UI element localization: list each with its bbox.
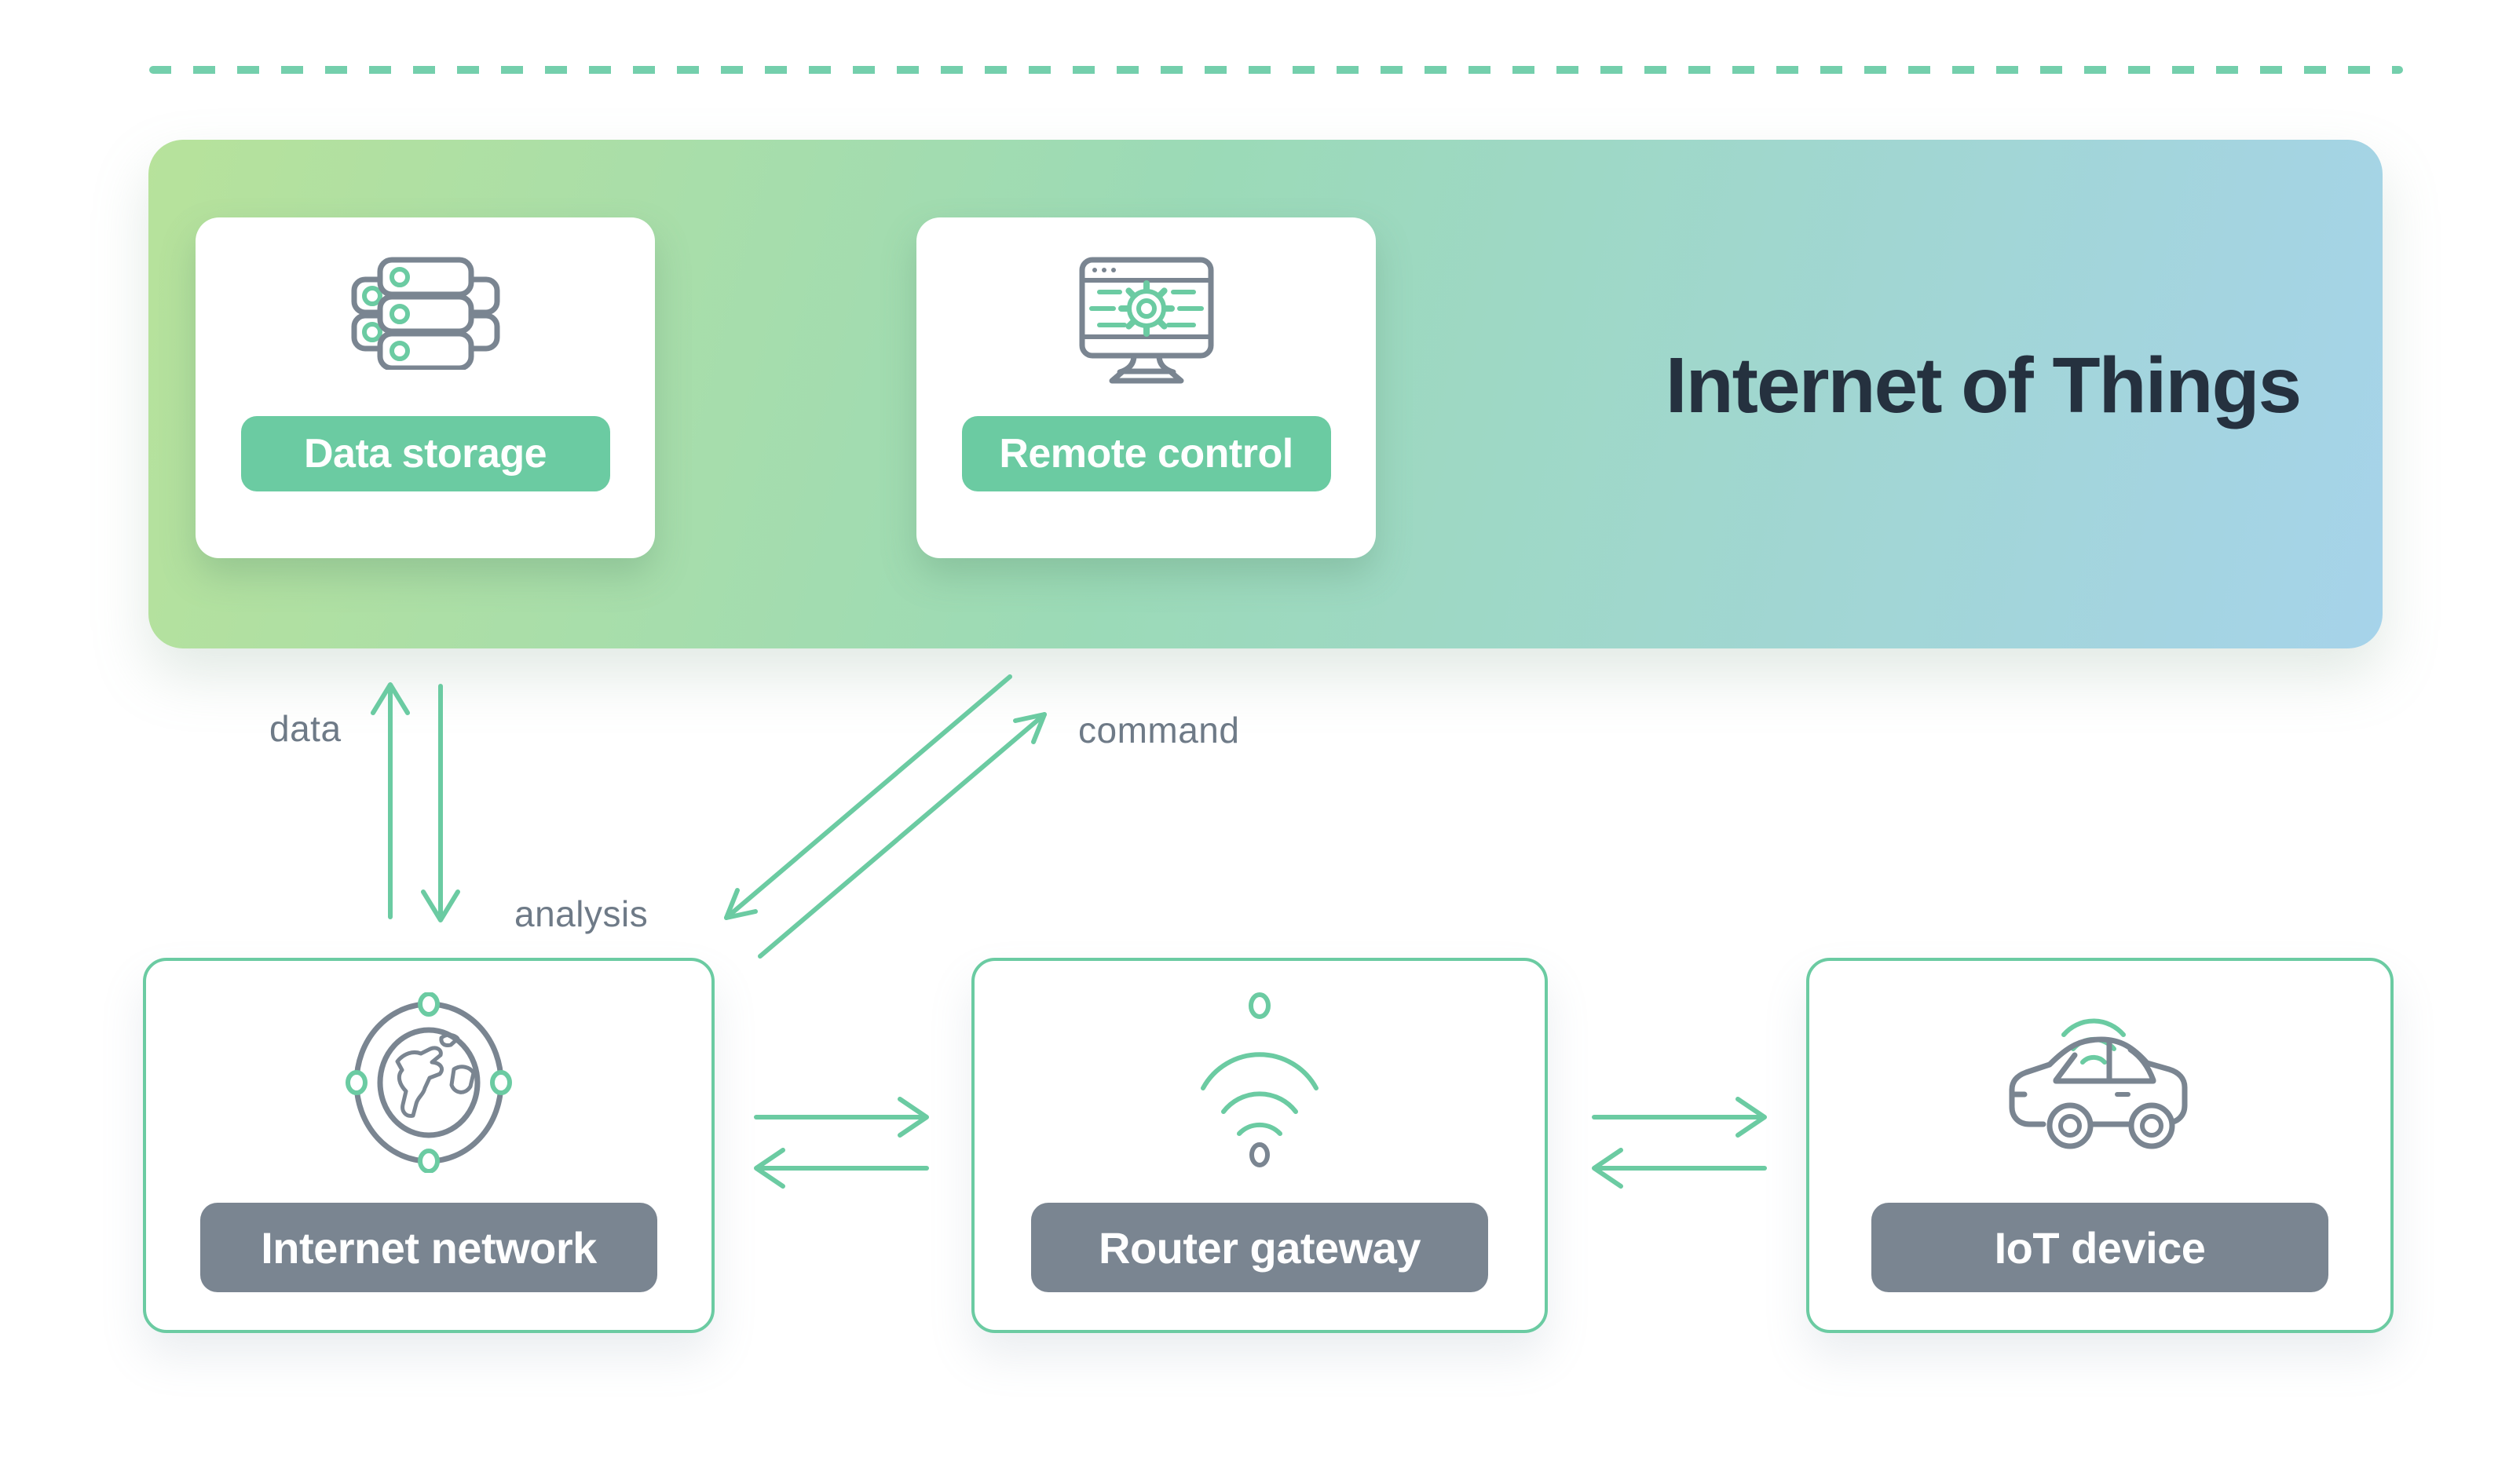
router-to-network-arrow xyxy=(754,1148,929,1189)
analysis-label: analysis xyxy=(514,893,649,934)
monitor-gear-icon xyxy=(916,252,1376,384)
data-storage-card: Data storage xyxy=(196,217,655,558)
remote-control-label: Remote control xyxy=(961,416,1331,491)
router-gateway-label: Router gateway xyxy=(1031,1203,1488,1292)
dashed-divider xyxy=(149,66,2403,74)
router-to-iot-arrow xyxy=(1592,1097,1767,1138)
iot-device-label: IoT device xyxy=(1871,1203,2328,1292)
internet-network-label: Internet network xyxy=(200,1203,657,1292)
wifi-signal-icon xyxy=(975,992,1545,1169)
internet-network-box: Internet network xyxy=(143,958,715,1333)
command-arrow xyxy=(758,712,1047,959)
command-label: command xyxy=(1078,710,1240,751)
router-gateway-box: Router gateway xyxy=(971,958,1548,1333)
data-down-arrow xyxy=(421,684,460,922)
banner-title: Internet of Things xyxy=(1665,342,2302,429)
network-to-router-arrow xyxy=(754,1097,929,1138)
data-up-arrow xyxy=(371,682,410,919)
server-stack-icon xyxy=(196,252,655,370)
remote-control-card: Remote control xyxy=(916,217,1376,558)
globe-network-icon xyxy=(146,992,711,1173)
connected-car-icon xyxy=(1809,992,2390,1163)
iot-device-box: IoT device xyxy=(1806,958,2394,1333)
data-label: data xyxy=(269,708,342,749)
analysis-arrow xyxy=(724,674,1012,920)
data-storage-label: Data storage xyxy=(240,416,610,491)
iot-banner: Data storage xyxy=(148,140,2383,648)
iot-to-router-arrow xyxy=(1592,1148,1767,1189)
